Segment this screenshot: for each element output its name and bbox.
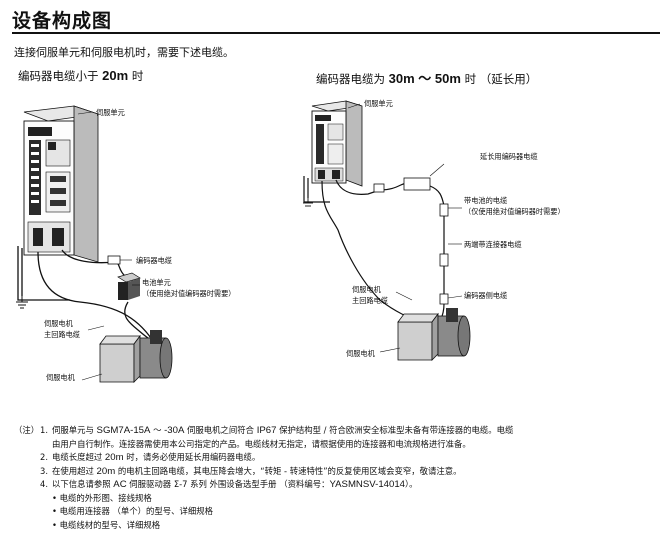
note-1: （注） 1. 伺服单元与 SGM7A-15A ～ -30A 伺服电机之间符合 I… bbox=[14, 424, 664, 438]
right-label-battery-cable: 带电池的电缆 bbox=[464, 196, 507, 205]
note-bullet: • 电缆用连接器 （单个）的型号、详细规格 bbox=[52, 506, 214, 516]
configuration-diagram: 伺服单元 编码器电缆 电池单元 （使用绝对值编码器时需要） 伺服电机 主回路电缆… bbox=[16, 99, 565, 383]
note-text: 伺服单元与 SGM7A-15A ～ -30A 伺服电机之间符合 IP67 保护结… bbox=[52, 425, 514, 436]
page-title: 设备构成图 bbox=[12, 10, 113, 32]
left-label-motor-cable-2: 主回路电缆 bbox=[44, 330, 80, 339]
right-label-extension-cable: 延长用编码器电缆 bbox=[480, 152, 538, 161]
note-1-continuation: 由用户自行制作。连接器需使用本公司指定的产品。电缆线材无指定，请根据使用的连接器… bbox=[52, 438, 471, 449]
note-3: 3. 在使用超过 20m 的电机主回路电缆，其电压降会增大，“转矩 - 转速特性… bbox=[14, 465, 664, 479]
note-2: 2. 电缆长度超过 20m 时，请务必使用延长用编码器电缆。 bbox=[14, 451, 664, 465]
right-connector-1 bbox=[373, 183, 385, 193]
right-label-servo-motor: 伺服电机 bbox=[346, 349, 376, 358]
left-label-encoder-cable: 编码器电缆 bbox=[136, 256, 172, 265]
left-label-battery-unit-note: （使用绝对值编码器时需要） bbox=[142, 289, 235, 298]
notes-section: （注） 1. 伺服单元与 SGM7A-15A ～ -30A 伺服电机之间符合 I… bbox=[14, 424, 664, 532]
right-label-two-end-cable: 两端带连接器电缆 bbox=[464, 240, 522, 249]
left-caption-post: 时 bbox=[131, 69, 144, 83]
title-divider bbox=[12, 32, 660, 34]
notes-prefix: （注） bbox=[14, 425, 40, 435]
right-caption: 编码器电缆为 30m ～ 50m 时 （延长用） bbox=[316, 68, 537, 87]
right-extension-connector bbox=[403, 177, 431, 191]
right-label-encoder-side-cable: 编码器侧电缆 bbox=[464, 291, 507, 300]
left-caption: 编码器电缆小于 20m 时 bbox=[18, 68, 143, 84]
right-label-battery-cable-note: （仅使用绝对值编码器时需要） bbox=[464, 207, 565, 216]
left-encoder-connector bbox=[107, 255, 121, 265]
left-servo-motor-icon bbox=[99, 330, 173, 383]
note-bullet: • 电缆的外形图、接线规格 bbox=[52, 492, 152, 503]
right-label-servo-unit: 伺服单元 bbox=[364, 99, 393, 108]
note-bullet: • 电缆线材的型号、详细规格 bbox=[52, 519, 161, 530]
right-servo-motor-icon bbox=[397, 308, 471, 361]
left-servo-unit bbox=[23, 105, 99, 263]
right-connector-2 bbox=[439, 203, 449, 217]
left-label-motor-cable-1: 伺服电机 bbox=[44, 319, 74, 328]
note-text: 在使用超过 20m 的电机主回路电缆，其电压降会增大，“转矩 - 转速特性”的反… bbox=[52, 465, 462, 477]
note-4: 4. 以下信息请参照 AC 伺服驱动器 Σ-7 系列 外围设备选型手册 （资料编… bbox=[14, 478, 664, 492]
right-connector-3 bbox=[439, 253, 449, 267]
right-caption-post: 时 （延长用） bbox=[464, 72, 538, 86]
left-caption-pre: 编码器电缆小于 bbox=[18, 69, 99, 83]
right-cables bbox=[303, 176, 445, 323]
left-label-servo-motor: 伺服电机 bbox=[46, 373, 76, 382]
right-servo-unit bbox=[311, 100, 363, 187]
note-number: 2. bbox=[40, 452, 48, 462]
left-battery-unit-icon bbox=[117, 272, 141, 300]
left-caption-value: 20m bbox=[102, 68, 129, 83]
note-number: 3. bbox=[40, 465, 48, 476]
intro-text: 连接伺服单元和伺服电机时，需要下述电缆。 bbox=[14, 46, 234, 59]
note-text: 以下信息请参照 AC 伺服驱动器 Σ-7 系列 外围设备选型手册 （资料编号：Y… bbox=[52, 479, 418, 490]
right-connector-4 bbox=[439, 293, 449, 305]
right-label-motor-cable-1: 伺服电机 bbox=[352, 285, 382, 294]
right-label-motor-cable-2: 主回路电缆 bbox=[352, 296, 388, 305]
note-number: 1. bbox=[40, 425, 48, 435]
note-text: 电缆长度超过 20m 时，请务必使用延长用编码器电缆。 bbox=[52, 452, 261, 463]
right-ground-icon bbox=[303, 198, 313, 207]
left-label-servo-unit: 伺服单元 bbox=[96, 108, 125, 117]
left-label-battery-unit: 电池单元 bbox=[142, 278, 171, 287]
right-caption-value: 30m ～ 50m bbox=[388, 71, 461, 86]
note-number: 4. bbox=[40, 479, 48, 489]
right-caption-pre: 编码器电缆为 bbox=[316, 72, 385, 86]
ground-icon bbox=[16, 296, 28, 309]
